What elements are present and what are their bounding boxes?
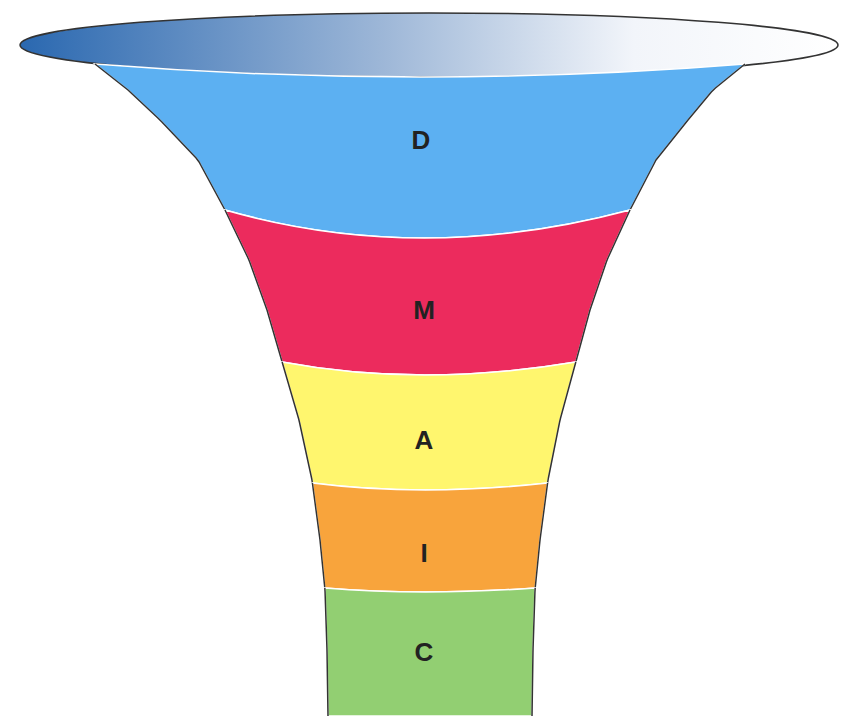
funnel-band: D	[93, 62, 747, 240]
funnel-side	[225, 210, 282, 362]
phase-letter: D	[412, 127, 431, 153]
funnel-side	[535, 483, 547, 588]
phase-letter: I	[420, 540, 427, 566]
band-fill	[95, 64, 745, 238]
funnel-band: I	[310, 481, 550, 594]
funnel-band: A	[280, 360, 578, 492]
funnel-side	[95, 64, 225, 210]
phase-letter: M	[413, 297, 435, 323]
funnel-side	[532, 588, 535, 716]
band-fill	[282, 362, 576, 490]
funnel-side	[576, 210, 630, 362]
phase-letter: A	[415, 427, 434, 453]
band-shape	[223, 208, 632, 377]
funnel-side	[282, 362, 312, 483]
band-fill	[325, 588, 535, 716]
band-fill	[225, 210, 630, 375]
band-fill	[312, 483, 547, 592]
funnel-band: M	[223, 208, 632, 377]
funnel-side	[312, 483, 324, 588]
band-shape	[310, 481, 550, 594]
funnel-side	[325, 588, 328, 716]
band-shape	[280, 360, 578, 492]
funnel-band: C	[322, 586, 538, 716]
phase-letter: C	[415, 639, 434, 665]
funnel-side	[630, 64, 745, 210]
funnel-side	[548, 362, 576, 483]
